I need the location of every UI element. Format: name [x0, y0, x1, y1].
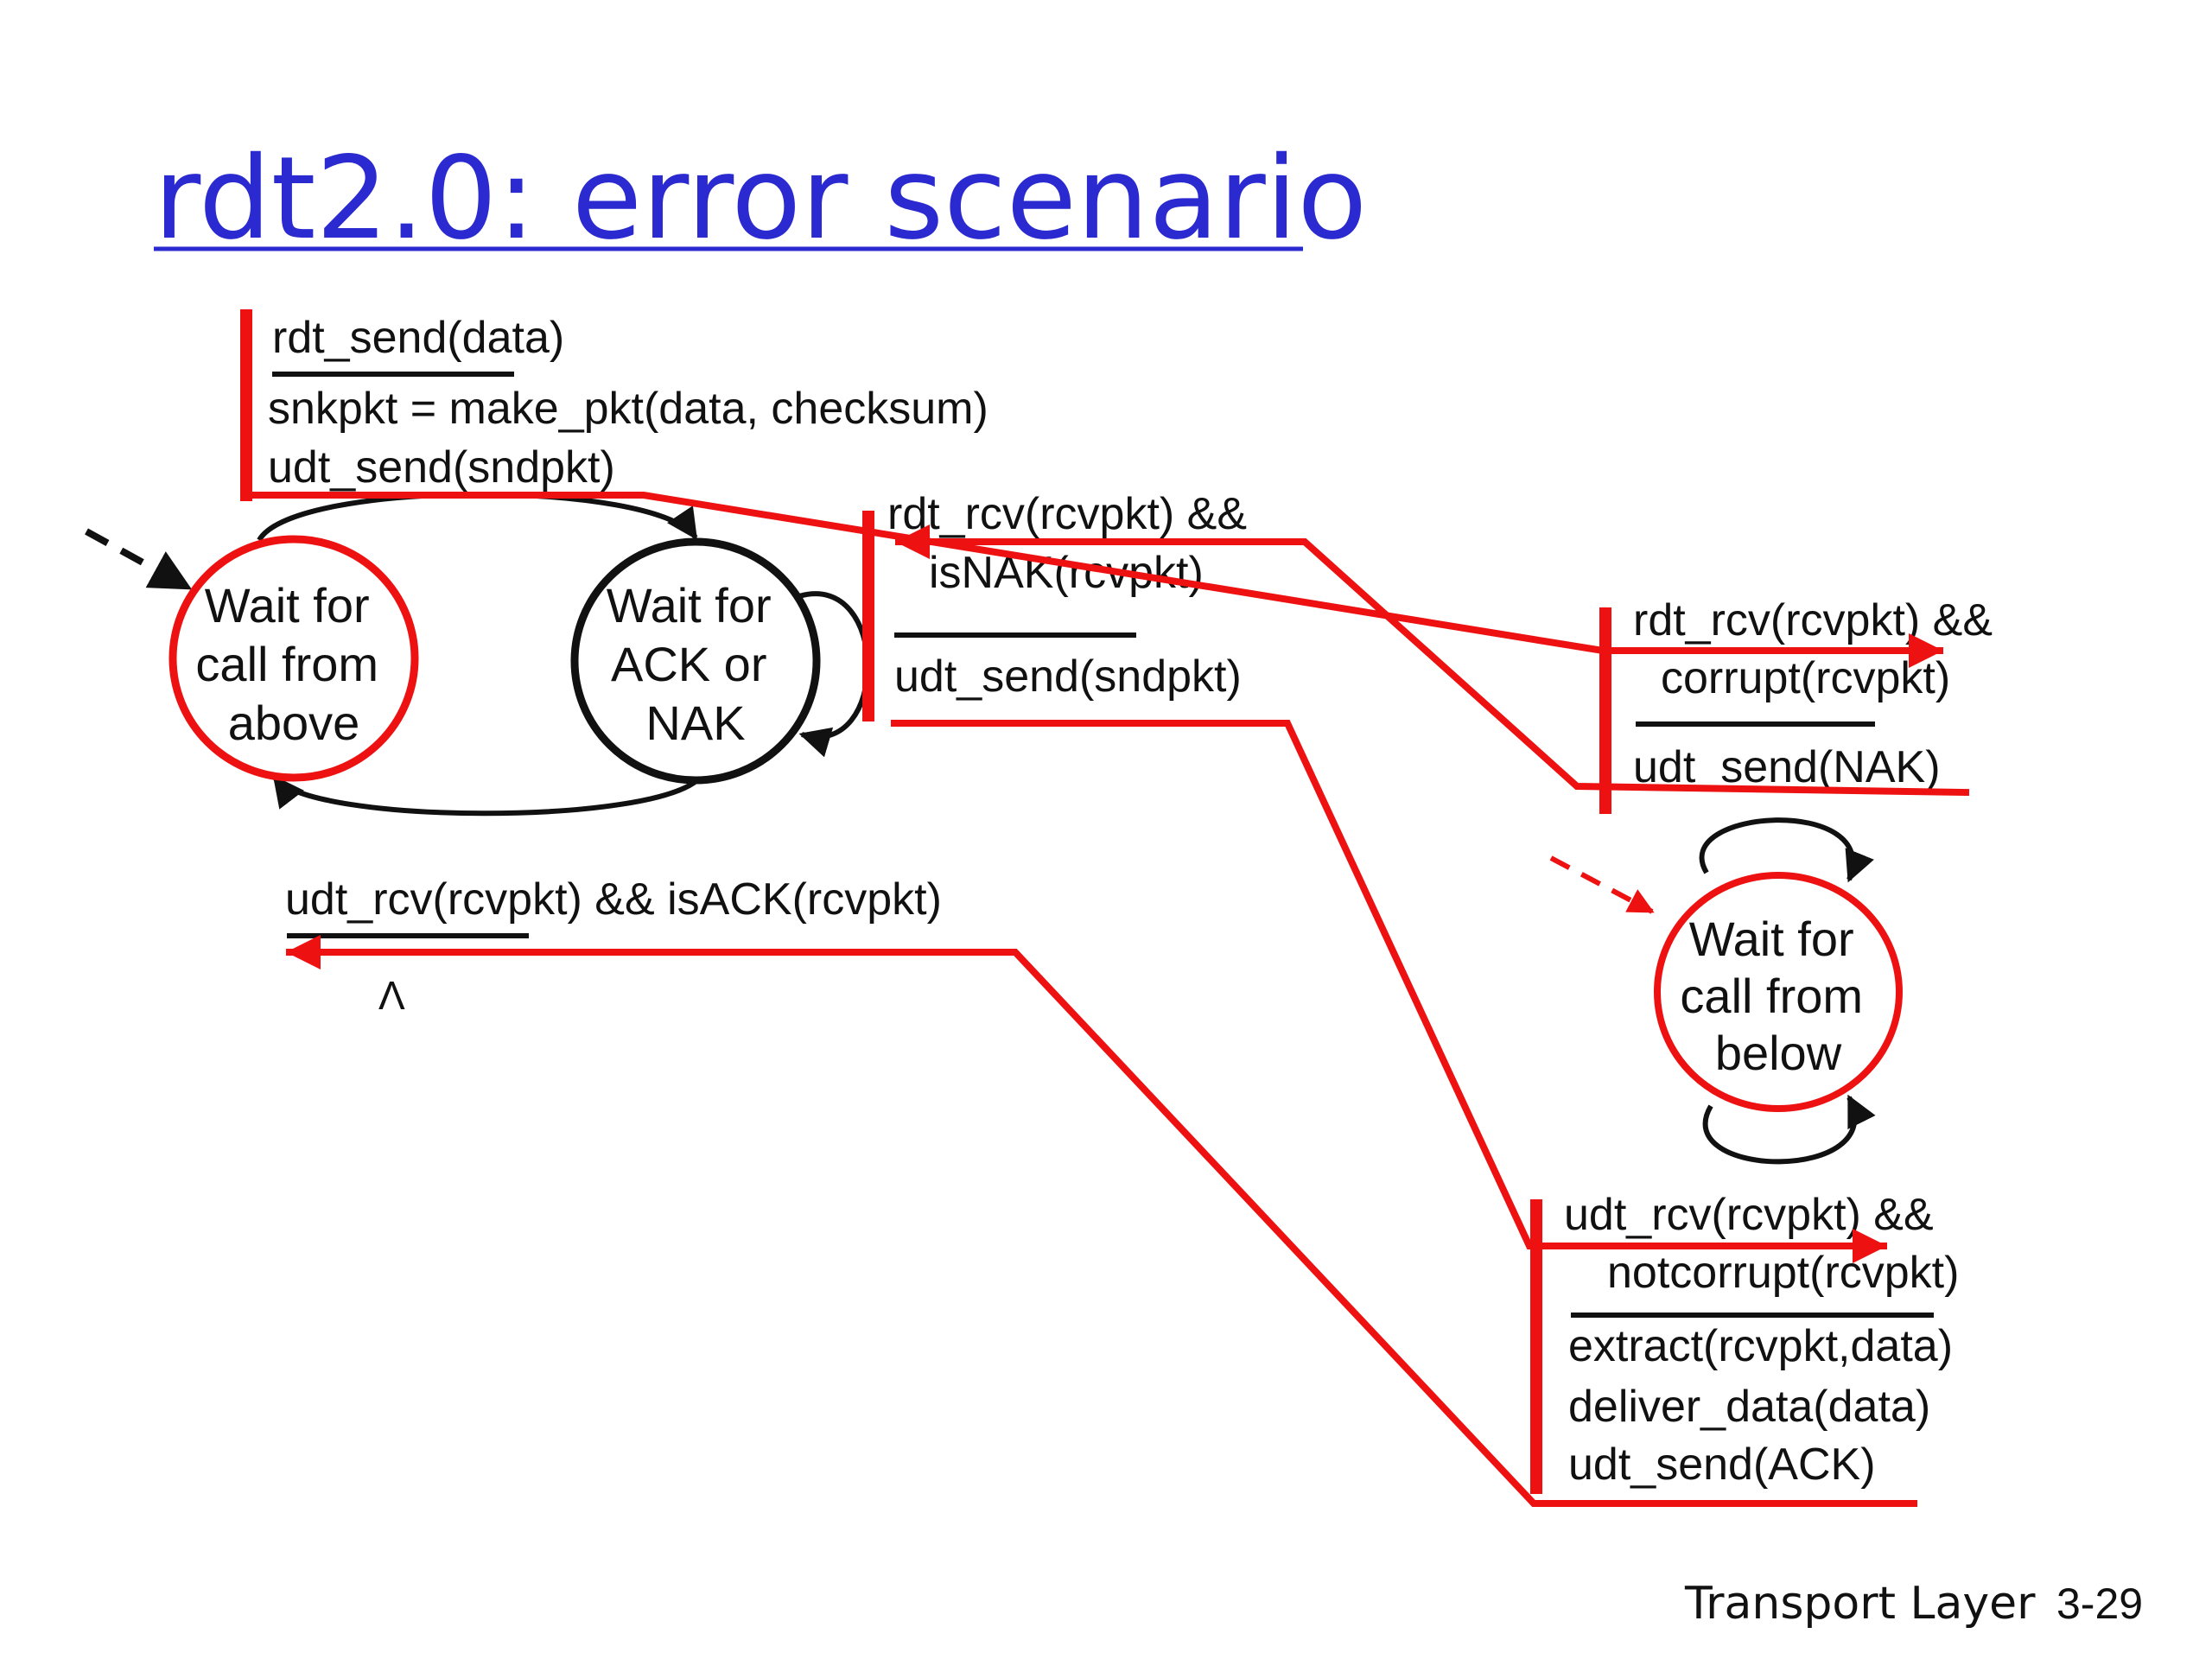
arc-above-to-ack: [257, 492, 698, 542]
error-scenario-highlight: [240, 309, 1970, 1507]
transition-event: isNAK(rcvpkt): [929, 548, 1204, 598]
state-label-line: ACK or: [611, 637, 767, 691]
transition-action: extract(rcvpkt,data): [1568, 1321, 1953, 1371]
transition-isnak: rdt_rcv(rcvpkt) && isNAK(rcvpkt) udt_sen…: [887, 489, 1247, 702]
transition-notcorrupt: udt_rcv(rcvpkt) && notcorrupt(rcvpkt) ex…: [1564, 1190, 1959, 1490]
highlight-path-ack: [286, 935, 1917, 1507]
svg-text:Wait for call from: Wait for call from above: [195, 578, 391, 750]
transition-event: rdt_rcv(rcvpkt) &&: [887, 489, 1247, 539]
lambda-symbol: Λ: [378, 973, 405, 1018]
footer-section: Transport Layer: [1684, 1578, 2036, 1630]
state-label-line: Wait for: [607, 578, 772, 632]
page-title: rdt2.0: error scenario: [154, 132, 1367, 265]
state-label-line: above: [228, 696, 360, 750]
svg-text:Wait for ACK or NA: Wait for ACK or NAK: [607, 578, 785, 750]
transition-action: udt_send(NAK): [1633, 742, 1941, 792]
state-wait-call-from-above: Wait for call from above: [168, 535, 419, 782]
transition-event: rdt_send(data): [272, 313, 564, 363]
transition-action: udt_send(sndpkt): [268, 442, 615, 493]
transition-action: udt_send(ACK): [1568, 1440, 1876, 1490]
transition-event: udt_rcv(rcvpkt) && isACK(rcvpkt): [285, 874, 942, 925]
arc-ack-to-above: [272, 775, 702, 817]
state-label-line: below: [1715, 1026, 1842, 1080]
transition-action: deliver_data(data): [1568, 1382, 1930, 1432]
initial-arrow-receiver: [1549, 855, 1655, 914]
highlight-path-resend: [891, 720, 1887, 1263]
state-label-line: Wait for: [1689, 912, 1854, 966]
state-label-line: call from: [1680, 969, 1863, 1023]
transition-event: rdt_rcv(rcvpkt) &&: [1633, 595, 1993, 645]
highlight-path-nak: [895, 524, 1970, 797]
svg-text:Wait for call from: Wait for call from below: [1680, 912, 1876, 1080]
transition-isack: udt_rcv(rcvpkt) && isACK(rcvpkt) Λ: [285, 874, 942, 1018]
transition-rdt-send: rdt_send(data) snkpkt = make_pkt(data, c…: [268, 313, 988, 493]
state-wait-ack-or-nak: Wait for ACK or NAK: [570, 537, 821, 785]
transition-action: udt_send(sndpkt): [894, 652, 1242, 702]
initial-arrow-sender: [85, 528, 193, 591]
state-label-line: call from: [195, 637, 378, 691]
state-wait-call-from-below: Wait for call from below: [1654, 872, 1903, 1112]
arc-below-top-loop: [1699, 817, 1874, 883]
state-label-line: Wait for: [205, 578, 370, 632]
transition-action: snkpkt = make_pkt(data, checksum): [268, 384, 988, 434]
transition-event: notcorrupt(rcvpkt): [1607, 1248, 1959, 1298]
state-label-line: NAK: [645, 696, 745, 750]
footer-page-number: 3-29: [2056, 1580, 2143, 1628]
arc-below-bottom-loop: [1702, 1094, 1876, 1165]
transition-corrupt: rdt_rcv(rcvpkt) && corrupt(rcvpkt) udt_s…: [1633, 595, 1993, 792]
highlight-path-send: [243, 492, 1943, 668]
transition-event: udt_rcv(rcvpkt) &&: [1564, 1190, 1934, 1240]
transition-event: corrupt(rcvpkt): [1661, 653, 1950, 703]
